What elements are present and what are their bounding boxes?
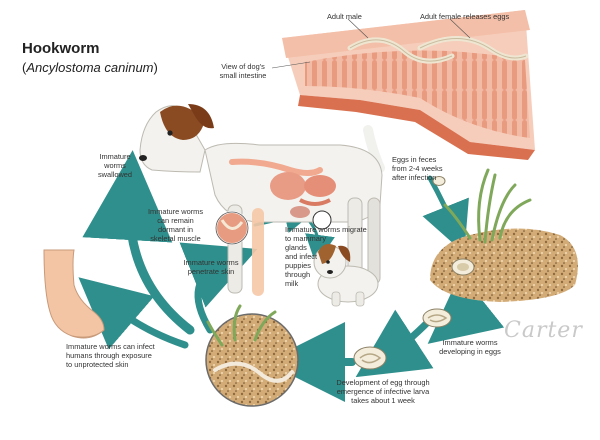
label-adult-male: Adult male [327, 12, 362, 21]
label-leader-lines [271, 18, 471, 69]
eggs-in-soil [451, 258, 475, 276]
arrow-to-dog [179, 242, 258, 334]
label-worms-swallowed: Immature worms swallowed [97, 152, 133, 179]
egg-on-arrow [432, 176, 446, 186]
label-development-time: Development of egg through emergence of … [336, 378, 430, 405]
adult-male-worm [347, 37, 455, 64]
arrow-to-foot [78, 277, 189, 350]
arrow-swallowed [82, 150, 195, 335]
intestine-section [271, 10, 535, 160]
soil-with-grass [430, 168, 578, 302]
adult-female-worm [417, 36, 529, 61]
arrow-to-soil [422, 175, 469, 254]
developing-eggs [353, 308, 452, 370]
subtitle-close-paren: ) [153, 60, 158, 75]
label-penetrate-skin: Immature worms penetrate skin [183, 258, 239, 276]
label-eggs-in-feces: Eggs in feces from 2-4 weeks after infec… [392, 155, 443, 182]
label-intestine-view: View of dog's small intestine [219, 62, 267, 80]
label-adult-female: Adult female releases eggs [420, 12, 510, 21]
arrow-mammary [305, 220, 335, 265]
subtitle-open-paren: ( [22, 60, 27, 75]
puppy-illustration [313, 244, 379, 307]
soil-larva-inset [205, 304, 299, 407]
label-dormant-muscle: Immature worms can remain dormant in ske… [147, 207, 204, 243]
human-foot [43, 249, 105, 339]
arrow-eggs-to-larva [355, 309, 434, 378]
digestive-organs [229, 158, 336, 218]
label-infect-humans: Immature worms can infect humans through… [66, 342, 155, 369]
label-migrate-mammary: Immature worms migrate to mammary glands… [285, 225, 367, 288]
species-name: Ancylostoma caninum [26, 60, 154, 75]
label-developing-eggs: Immature worms developing in eggs [439, 338, 501, 356]
muscle-inset [215, 211, 249, 245]
artist-signature: Carter [504, 318, 583, 343]
diagram-subtitle: (Ancylostoma caninum) [22, 60, 158, 75]
diagram-title: Hookworm [22, 40, 100, 57]
